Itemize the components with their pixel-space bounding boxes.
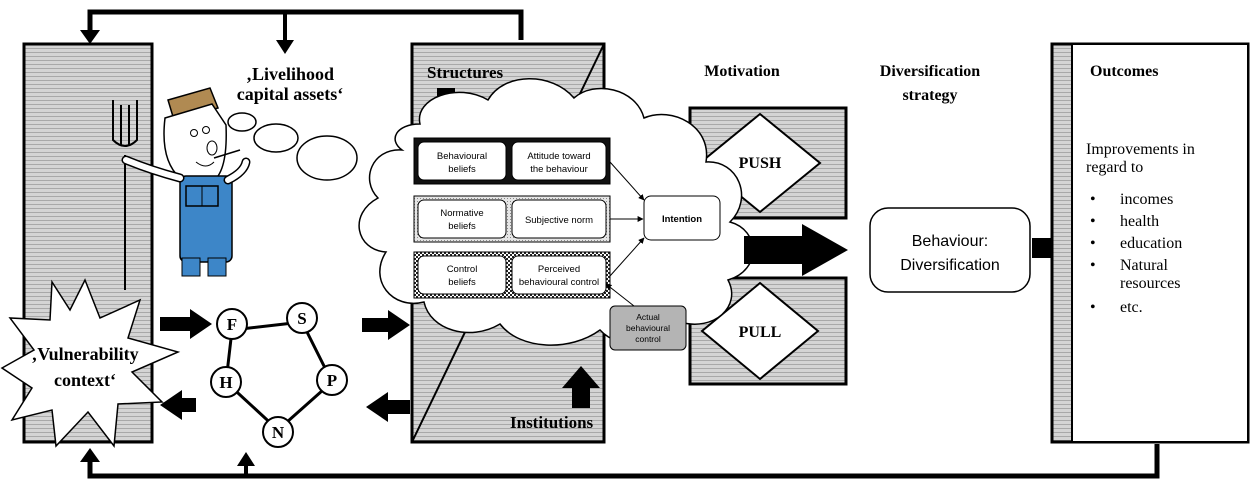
behavioural-beliefs-line2: beliefs	[448, 164, 476, 175]
outcome-item: etc.	[1120, 299, 1143, 316]
attitude-line2: the behaviour	[530, 164, 588, 175]
control-beliefs-line1: Control	[447, 264, 478, 275]
outcome-bullet: •	[1090, 213, 1096, 230]
actual-control-box	[609, 305, 687, 351]
arrow-to-structures	[362, 310, 410, 340]
outcomes-list: • incomes • health • education • Natural…	[1090, 191, 1182, 316]
actual-control-line3: control	[635, 334, 661, 344]
outcome-bullet: •	[1090, 257, 1096, 274]
capital-f-label: F	[227, 315, 237, 334]
asset-pentagon	[210, 302, 348, 448]
outcome-item: education	[1120, 235, 1182, 252]
bottom-feedback-loop	[80, 444, 1160, 479]
pull-label: PULL	[739, 324, 782, 341]
outcome-item: Natural	[1120, 257, 1169, 274]
tpb-connectors	[605, 161, 645, 307]
arrow-to-behaviour	[744, 224, 848, 276]
capital-s-node	[286, 302, 318, 334]
control-beliefs-line2: beliefs	[448, 277, 476, 288]
behaviour-box	[869, 207, 1031, 293]
actual-control-line2: behavioural	[626, 323, 670, 333]
subjective-norm-label: Subjective norm	[525, 215, 593, 226]
diversification-heading-line1: Diversification	[880, 63, 981, 80]
diversification-heading-line2: strategy	[902, 87, 957, 104]
behavioural-row	[413, 137, 611, 185]
capital-p-node	[316, 364, 348, 396]
institutions-arrow	[562, 366, 600, 408]
outcome-bullet: •	[1090, 235, 1096, 252]
capital-n-label: N	[272, 423, 285, 442]
thought-bubbles	[227, 112, 358, 181]
structures-label: Structures	[427, 63, 504, 82]
outcome-bullet: •	[1090, 191, 1096, 208]
outcome-item: health	[1120, 213, 1159, 230]
motivation-heading: Motivation	[704, 63, 780, 80]
vulnerability-label-line2: context‘	[54, 370, 116, 390]
arrow-to-assets	[160, 309, 212, 339]
control-row	[413, 251, 611, 299]
farmer-icon	[121, 87, 251, 277]
capital-s-label: S	[297, 309, 306, 328]
intention-label: Intention	[662, 214, 702, 225]
behaviour-label-line2: Diversification	[900, 257, 1000, 274]
vulnerability-starburst	[0, 278, 181, 448]
outcomes-intro-line2: regard to	[1086, 159, 1143, 176]
capital-f-node	[216, 308, 248, 340]
outcomes-intro-line1: Improvements in	[1086, 141, 1195, 158]
normative-beliefs-line1: Normative	[440, 208, 483, 219]
normative-beliefs-line2: beliefs	[448, 221, 476, 232]
attitude-line1: Attitude toward	[527, 151, 590, 162]
outcome-item-continued: resources	[1120, 275, 1180, 292]
outcome-bullet: •	[1090, 299, 1096, 316]
livelihood-label-line1: ‚Livelihood	[246, 64, 334, 84]
pbc-line2: behavioural control	[519, 277, 599, 288]
institutions-label: Institutions	[510, 413, 594, 432]
pitchfork-icon	[112, 100, 138, 290]
arrow-to-vulnerability	[160, 390, 196, 420]
arrow-from-structures	[366, 392, 410, 422]
top-feedback-loop	[80, 9, 524, 54]
capital-n-node	[262, 416, 294, 448]
normative-row	[413, 195, 611, 243]
outcomes-heading: Outcomes	[1090, 63, 1158, 80]
outcomes-panel	[1050, 42, 1250, 444]
behaviour-label-line1: Behaviour:	[912, 233, 989, 250]
livelihood-label-line2: capital assets‘	[237, 84, 344, 104]
actual-control-line1: Actual	[636, 312, 660, 322]
pbc-line1: Perceived	[538, 264, 580, 275]
capital-h-node	[210, 366, 242, 398]
outcome-item: incomes	[1120, 191, 1173, 208]
behavioural-beliefs-line1: Behavioural	[437, 151, 487, 162]
intention-box	[643, 195, 721, 241]
capital-h-label: H	[219, 373, 232, 392]
vulnerability-label-line1: ‚Vulnerability	[31, 344, 138, 364]
push-label: PUSH	[739, 155, 782, 172]
capital-p-label: P	[327, 371, 337, 390]
